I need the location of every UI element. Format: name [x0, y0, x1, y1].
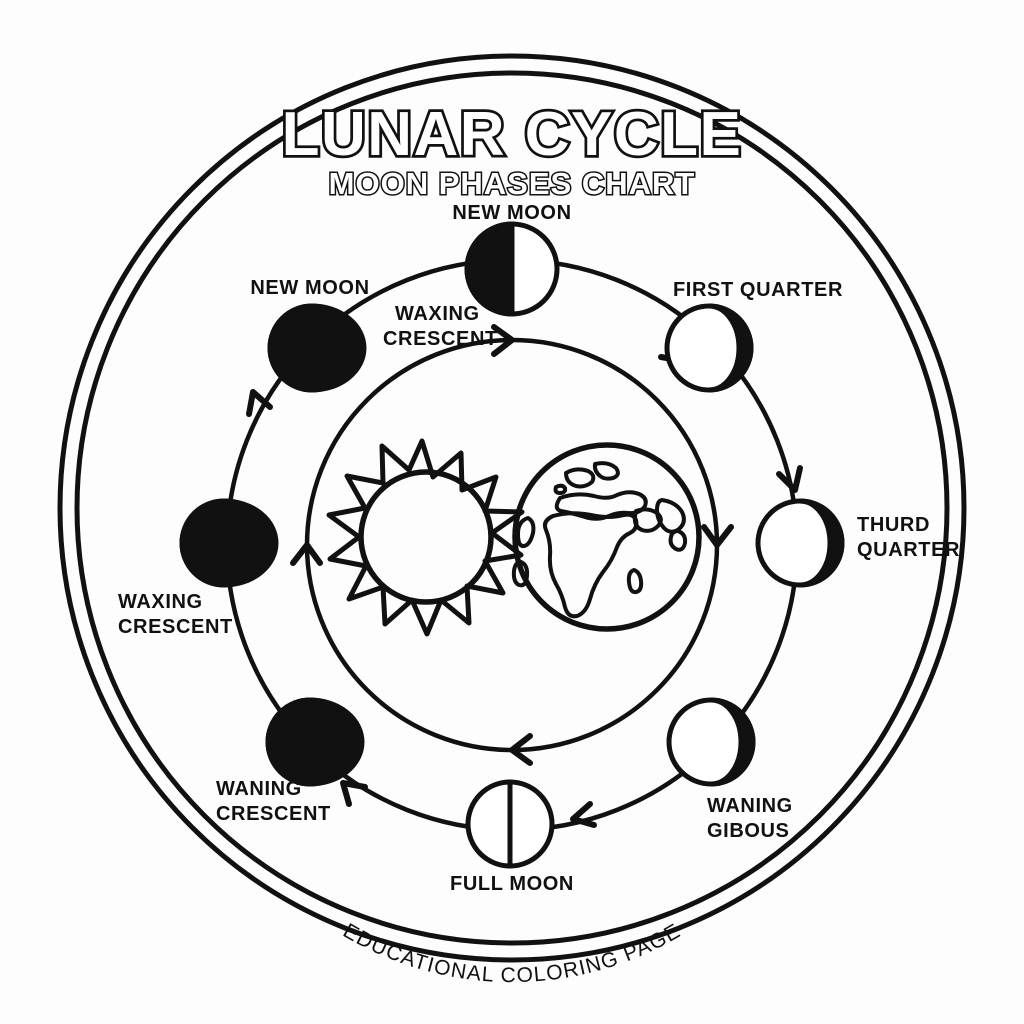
label-waning-gibous-line1: WANING — [707, 795, 793, 817]
label-waxing-crescent-line2: CRESCENT — [118, 616, 233, 638]
earth-icon — [511, 442, 702, 632]
label-waning-crescent-line2: CRESCENT — [216, 803, 331, 825]
label-new-moon-top: NEW MOON — [452, 202, 571, 224]
moon-phase-thurd-quarter — [755, 498, 845, 588]
moon-phase-waxing-crescent — [179, 498, 279, 588]
label-waxing-crescent-line1: WAXING — [118, 591, 203, 613]
sun-icon — [326, 438, 525, 637]
orbit-direction-arrows — [290, 324, 734, 766]
moon-phase-waning-crescent — [265, 697, 365, 787]
label-full-moon: FULL MOON — [450, 873, 574, 895]
moon-phase-new-moon-topleft — [267, 303, 367, 393]
label-inner-waxing-crescent-line1: WAXING — [395, 303, 480, 325]
inner-orbit-ring — [304, 337, 720, 753]
moon-phase-first-quarter — [664, 303, 754, 393]
label-waning-crescent-line1: WANING — [216, 778, 302, 800]
label-first-quarter: FIRST QUARTER — [673, 279, 843, 301]
outer-border-ring — [57, 53, 967, 963]
label-new-moon-topleft: NEW MOON — [250, 277, 369, 299]
label-inner-waxing-crescent-line2: CRESCENT — [383, 328, 498, 350]
moon-phase-waning-gibous — [666, 697, 756, 787]
moon-phase-full-moon — [465, 779, 555, 869]
label-thurd-quarter-line2: QUARTER — [857, 539, 960, 561]
page-footer: EDUCATIONAL COLORING PAGE — [339, 919, 685, 987]
page-title: LUNAR CYCLE — [282, 100, 743, 169]
label-thurd-quarter-line1: THURD — [857, 514, 930, 536]
moon-phase-new-moon-top — [464, 221, 560, 317]
page-subtitle: MOON PHASES CHART — [329, 166, 696, 201]
label-waning-gibous-line2: GIBOUS — [707, 820, 790, 842]
